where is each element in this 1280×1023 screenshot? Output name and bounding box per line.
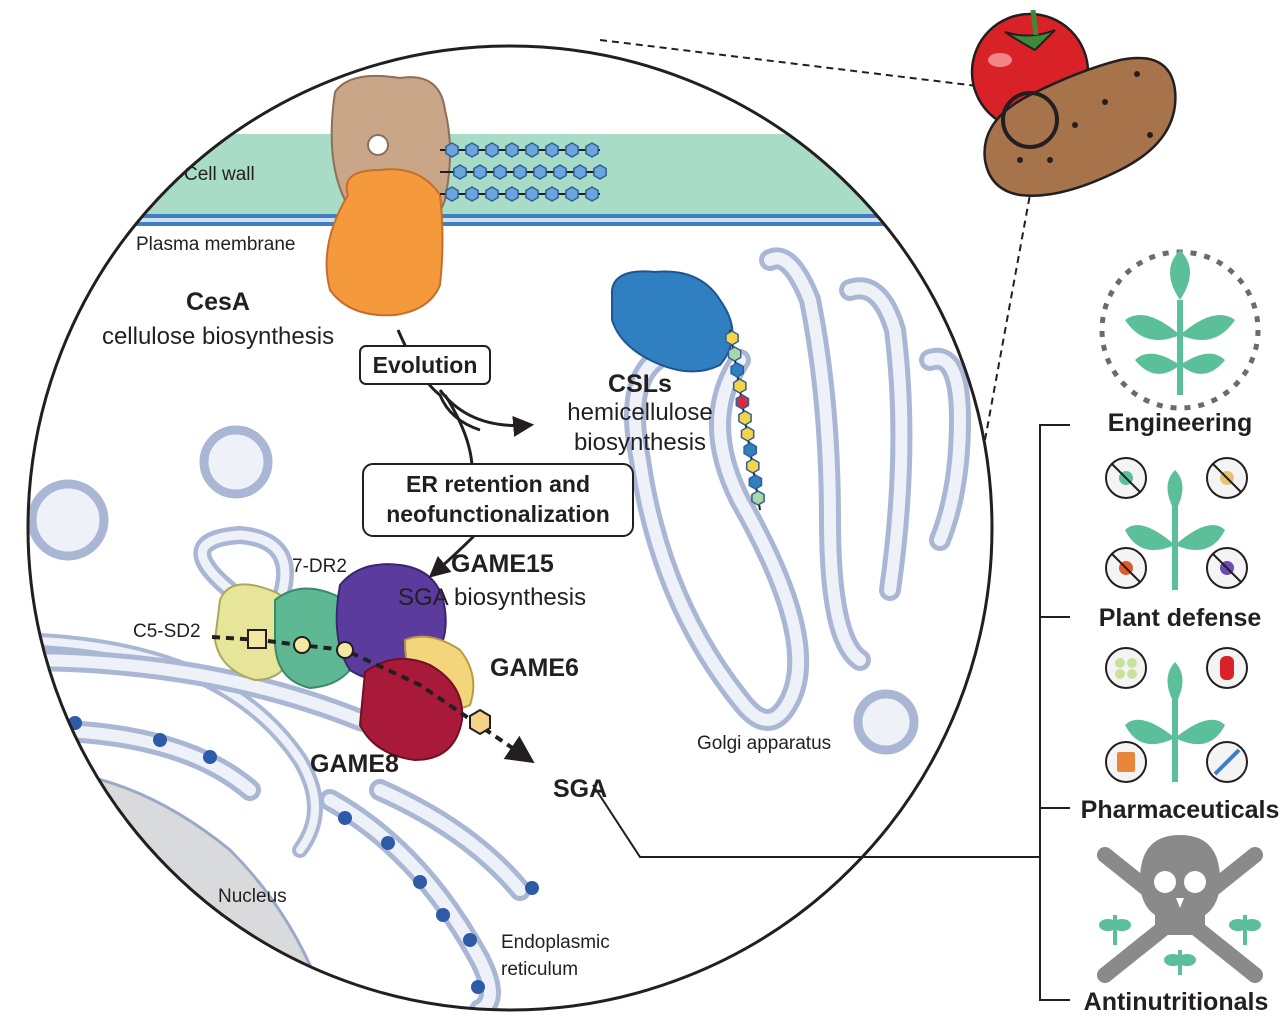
sugar-hexagon [732, 378, 747, 394]
sugar-hexagon [493, 164, 507, 180]
game6-label: GAME6 [490, 654, 579, 682]
gear-plant-icon [1099, 249, 1261, 411]
sugar-hexagon [743, 442, 758, 458]
sugar-hexagon [745, 458, 760, 474]
er-retention-label-2: neofunctionalization [386, 501, 610, 527]
plasma-membrane-label: Plasma membrane [136, 234, 295, 255]
sugar-hexagon [740, 426, 755, 442]
engineering-label: Engineering [1108, 409, 1252, 437]
sga-label: SGA [553, 775, 607, 803]
sugar-hexagon [525, 142, 539, 158]
csl-protein [611, 270, 734, 373]
er-retention-box [362, 463, 634, 537]
pharmaceuticals-label: Pharmaceuticals [1081, 796, 1280, 824]
sugar-hexagon [573, 164, 587, 180]
sugar-hexagon [585, 186, 599, 202]
skull-crossbones-icon [1097, 835, 1263, 983]
sugar-hexagon [445, 186, 459, 202]
sugar-hexagon [553, 164, 567, 180]
sugar-hexagon [473, 164, 487, 180]
csls-subtitle-1: hemicellulose [567, 399, 712, 426]
cesa-protein [325, 74, 451, 317]
sugar-hexagon [513, 164, 527, 180]
csls-subtitle-2: biosynthesis [574, 429, 706, 456]
er-label-2: reticulum [501, 959, 578, 980]
intermediate-circle-2 [336, 641, 354, 659]
sugar-hexagon [545, 142, 559, 158]
magnifier-circle [26, 44, 994, 1012]
nucleus-label: Nucleus [218, 886, 287, 907]
sugar-hexagon [465, 142, 479, 158]
sga-product-hexagon [469, 708, 491, 736]
plasma-membrane-line [28, 214, 992, 218]
game15-subtitle: SGA biosynthesis [398, 584, 586, 611]
plant-defense-label: Plant defense [1099, 604, 1262, 632]
zoom-line-top [599, 39, 1011, 91]
golgi-label: Golgi apparatus [697, 733, 831, 754]
golgi-apparatus [624, 247, 972, 731]
sugar-hexagon [593, 164, 607, 180]
sugar-hexagon [505, 142, 519, 158]
game15-title: GAME15 [451, 550, 554, 578]
cesa-subtitle: cellulose biosynthesis [102, 323, 334, 350]
sugar-hexagon [485, 142, 499, 158]
game8-protein [358, 657, 464, 762]
cell-wall-label: Cell wall [184, 164, 255, 185]
sugar-hexagon [748, 474, 763, 490]
evolution-label: Evolution [373, 352, 478, 378]
sugar-hexagon [525, 186, 539, 202]
game8-label: GAME8 [310, 750, 399, 778]
sugar-hexagon [505, 186, 519, 202]
intermediate-circle-1 [293, 636, 311, 654]
potato-icon [983, 56, 1177, 197]
sga-connector [592, 784, 1040, 858]
evolution-box [359, 345, 491, 385]
medicine-plant-icon [1105, 647, 1248, 783]
sga-pathway-arrow [211, 635, 535, 764]
intermediate-square [247, 629, 267, 649]
sugar-hexagon [565, 142, 579, 158]
game15-evolution-arrow [428, 533, 477, 578]
sugar-hexagon [485, 186, 499, 202]
c5-sd2-label: C5-SD2 [133, 621, 201, 642]
sugar-hexagon [751, 490, 765, 506]
sugar-hexagon [565, 186, 579, 202]
sugar-hexagon [585, 142, 599, 158]
vesicles [28, 425, 919, 755]
sugar-hexagon [465, 186, 479, 202]
cellulose-hexagons [445, 142, 607, 202]
antinutritionals-label: Antinutritionals [1084, 988, 1269, 1016]
er-retention-label-1: ER retention and [406, 471, 590, 497]
sugar-hexagon [533, 164, 547, 180]
sugar-hexagon [735, 394, 750, 410]
sugar-hexagon [545, 186, 559, 202]
pest-plant-icon [1105, 457, 1248, 590]
sugar-hexagon [453, 164, 467, 180]
sugar-hexagon [738, 410, 752, 426]
zoom-focus-circle [1001, 91, 1059, 149]
sugar-hexagon [727, 346, 742, 362]
sugar-hexagon [445, 142, 459, 158]
cesa-title: CesA [186, 288, 250, 316]
er-label-1: Endoplasmic [501, 932, 610, 953]
sugar-hexagon [725, 330, 739, 346]
cell-view [28, 74, 992, 1010]
hemicellulose-chain [725, 329, 765, 511]
applications-bracket [1039, 424, 1070, 1001]
csls-title: CSLs [608, 370, 672, 398]
dr2-label: 7-DR2 [292, 556, 347, 577]
sugar-hexagon [730, 362, 745, 378]
